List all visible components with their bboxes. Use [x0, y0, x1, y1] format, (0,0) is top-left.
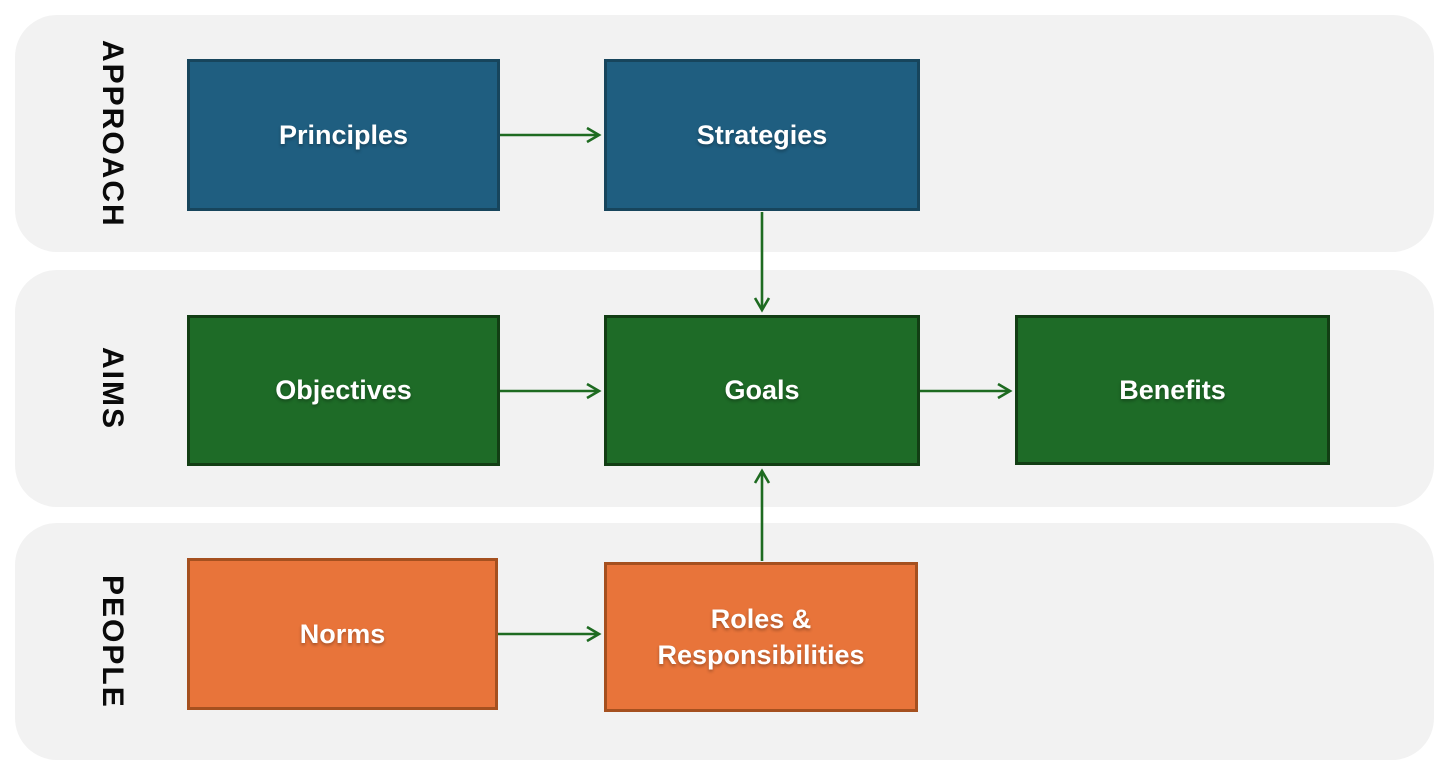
node-objectives-label: Objectives [275, 375, 412, 406]
node-benefits-label: Benefits [1119, 374, 1226, 405]
node-norms-label: Norms [299, 618, 386, 649]
node-principles: Principles [187, 59, 500, 211]
node-benefits: Benefits [1015, 315, 1330, 465]
node-strategies: Strategies [604, 59, 920, 211]
node-roles-responsibilities: Roles & Responsibilities [604, 562, 918, 712]
node-strategies-label: Strategies [696, 119, 828, 150]
band-aims-label: AIMS [96, 347, 129, 430]
node-goals: Goals [604, 315, 920, 466]
band-people-label: PEOPLE [96, 574, 129, 709]
band-approach-label: APPROACH [96, 39, 129, 228]
node-objectives: Objectives [187, 315, 500, 466]
node-principles-label: Principles [278, 119, 409, 150]
node-norms: Norms [187, 558, 498, 710]
node-goals-label: Goals [724, 375, 800, 406]
node-roles-responsibilities-label: Roles & Responsibilities [657, 603, 865, 670]
